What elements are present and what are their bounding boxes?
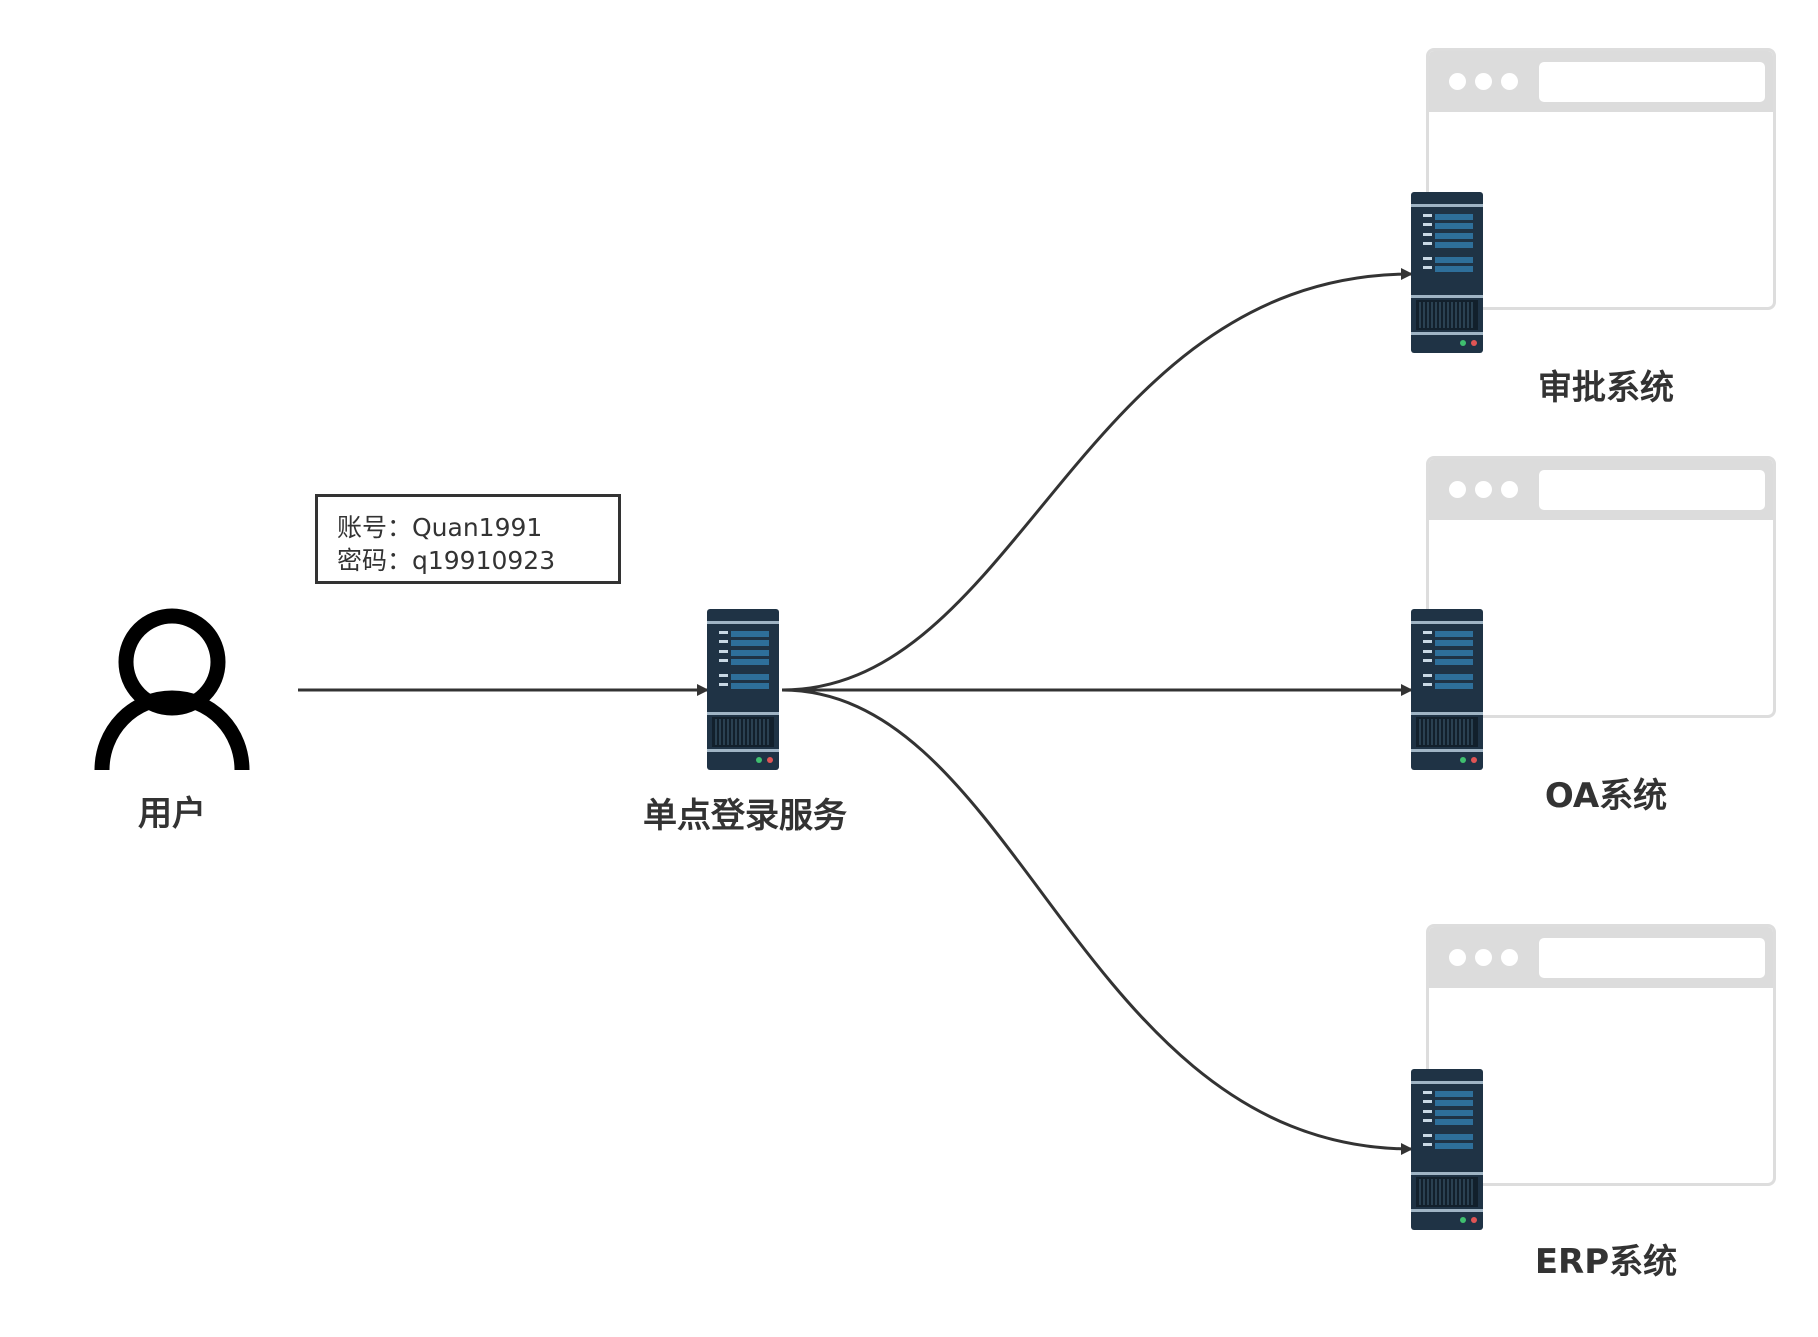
erp-label: ERP系统 — [1534, 1242, 1678, 1282]
erp-server-icon — [1410, 1068, 1484, 1231]
edge-sso-to-erp — [781, 688, 1413, 1155]
browser-title-bar — [1429, 459, 1773, 520]
browser-dot-icon — [1449, 949, 1466, 966]
sso-label: 单点登录服务 — [643, 796, 847, 836]
browser-dot-icon — [1501, 949, 1518, 966]
edge-sso-to-approval — [781, 268, 1413, 692]
sso-server-icon — [706, 608, 780, 771]
browser-dot-icon — [1449, 73, 1466, 90]
oa-server-icon — [1410, 608, 1484, 771]
password-text: 密码：q19910923 — [337, 546, 556, 575]
account-text: 账号：Quan1991 — [337, 513, 543, 542]
oa-label: OA系统 — [1544, 776, 1668, 816]
browser-dot-icon — [1475, 73, 1492, 90]
oa-browser-window — [1426, 456, 1776, 718]
browser-dot-icon — [1475, 949, 1492, 966]
credentials-box: 账号：Quan1991 密码：q19910923 — [315, 494, 621, 584]
approval-label: 审批系统 — [1538, 368, 1674, 408]
browser-dot-icon — [1501, 481, 1518, 498]
browser-dot-icon — [1475, 481, 1492, 498]
erp-browser-window — [1426, 924, 1776, 1186]
browser-address-bar — [1539, 470, 1765, 510]
approval-browser-window — [1426, 48, 1776, 310]
browser-dot-icon — [1501, 73, 1518, 90]
browser-address-bar — [1539, 938, 1765, 978]
user-label: 用户 — [138, 794, 206, 834]
browser-title-bar — [1429, 51, 1773, 112]
approval-server-icon — [1410, 191, 1484, 354]
browser-dot-icon — [1449, 481, 1466, 498]
browser-title-bar — [1429, 927, 1773, 988]
user-icon — [94, 608, 250, 771]
browser-address-bar — [1539, 62, 1765, 102]
